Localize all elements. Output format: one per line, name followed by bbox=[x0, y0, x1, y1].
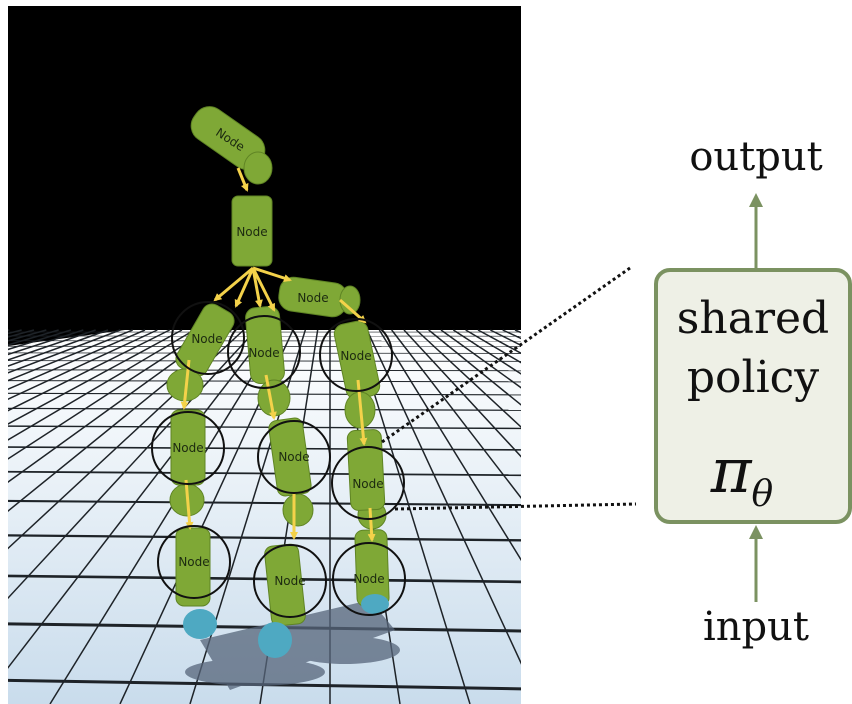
policy-symbol-subscript: θ bbox=[752, 474, 774, 515]
policy-symbol-pi: π bbox=[710, 434, 753, 507]
node-ring bbox=[332, 542, 406, 616]
limb-right-mid bbox=[346, 429, 386, 511]
node-ring bbox=[331, 446, 405, 520]
node-label-torso: Node bbox=[236, 225, 267, 239]
node-rings bbox=[151, 301, 406, 618]
foot-right bbox=[361, 594, 389, 614]
shared-policy-box bbox=[654, 268, 852, 524]
output-label: output bbox=[689, 134, 822, 180]
node-label-shoulder: Node bbox=[297, 291, 328, 305]
foot-mid bbox=[258, 622, 292, 658]
node-ring bbox=[227, 315, 301, 389]
node-label-mid-upper: Node bbox=[248, 346, 279, 360]
node-ring bbox=[151, 411, 225, 485]
node-labels: Node Node Node Node Node Node Node Node … bbox=[172, 125, 384, 588]
leader-line-bottom bbox=[394, 502, 637, 511]
foot-left bbox=[183, 609, 217, 639]
scene-floor bbox=[8, 330, 521, 704]
robot-scene: Node Node Node Node Node Node Node Node … bbox=[8, 6, 521, 704]
node-label-right-lower: Node bbox=[353, 572, 384, 586]
policy-panel: output shared policy πθ input bbox=[654, 134, 852, 650]
input-label: input bbox=[703, 604, 809, 650]
node-label-right-upper: Node bbox=[340, 349, 371, 363]
zoom-leader-lines bbox=[381, 266, 637, 511]
joint-neck bbox=[243, 151, 273, 185]
policy-box-line1: shared bbox=[677, 293, 829, 344]
node-label-left-upper: Node bbox=[191, 332, 222, 346]
policy-symbol: πθ bbox=[710, 434, 774, 515]
robot-body bbox=[166, 106, 390, 627]
node-ring bbox=[319, 318, 393, 392]
node-label-left-lower: Node bbox=[178, 555, 209, 569]
node-ring bbox=[171, 301, 245, 375]
policy-box-line2: policy bbox=[687, 352, 819, 403]
node-label-mid-lower: Node bbox=[274, 574, 305, 588]
robot-feet bbox=[183, 594, 389, 658]
limb-torso bbox=[231, 195, 273, 267]
robot-shadow bbox=[185, 600, 400, 690]
node-label-left-mid: Node bbox=[172, 441, 203, 455]
leader-line-top bbox=[381, 266, 631, 444]
node-ring bbox=[157, 525, 231, 599]
node-label-mid-mid: Node bbox=[278, 450, 309, 464]
node-ring bbox=[257, 420, 331, 494]
node-ring bbox=[253, 544, 327, 618]
node-label-right-mid: Node bbox=[352, 477, 383, 491]
